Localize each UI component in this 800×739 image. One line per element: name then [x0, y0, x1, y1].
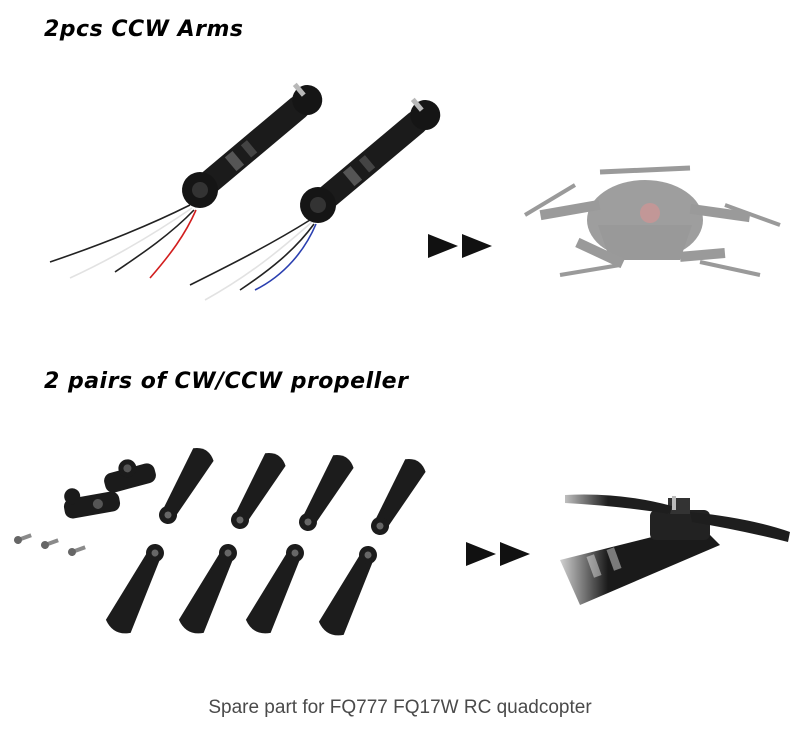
- motor-arm-1: [49, 82, 323, 279]
- screws: [14, 533, 86, 556]
- wire-bundle-2: [189, 219, 317, 301]
- propeller-blade: [159, 447, 214, 524]
- double-right-arrow-icon: [428, 234, 492, 258]
- propeller-blade: [318, 546, 377, 636]
- drone-illustration: [523, 165, 781, 277]
- mounted-propeller-closeup: [548, 480, 790, 620]
- product-caption: Spare part for FQ777 FQ17W RC quadcopter: [208, 697, 592, 718]
- propellers-section-title: 2 pairs of CW/CCW propeller: [44, 369, 409, 394]
- arms-section-title: 2pcs CCW Arms: [44, 17, 244, 42]
- motor-arm-2: [189, 97, 441, 301]
- double-right-arrow-icon: [466, 542, 530, 566]
- propeller-blade: [231, 452, 286, 529]
- propeller-blade: [371, 458, 426, 535]
- propeller-blade: [178, 544, 237, 634]
- propeller-blade: [299, 454, 354, 531]
- propeller-row-bottom: [105, 544, 377, 636]
- propeller-mounts: [63, 459, 156, 519]
- propeller-blade: [245, 544, 304, 634]
- propeller-row-top: [159, 447, 426, 535]
- propeller-blade: [105, 544, 164, 634]
- wire-bundle-1: [49, 204, 197, 279]
